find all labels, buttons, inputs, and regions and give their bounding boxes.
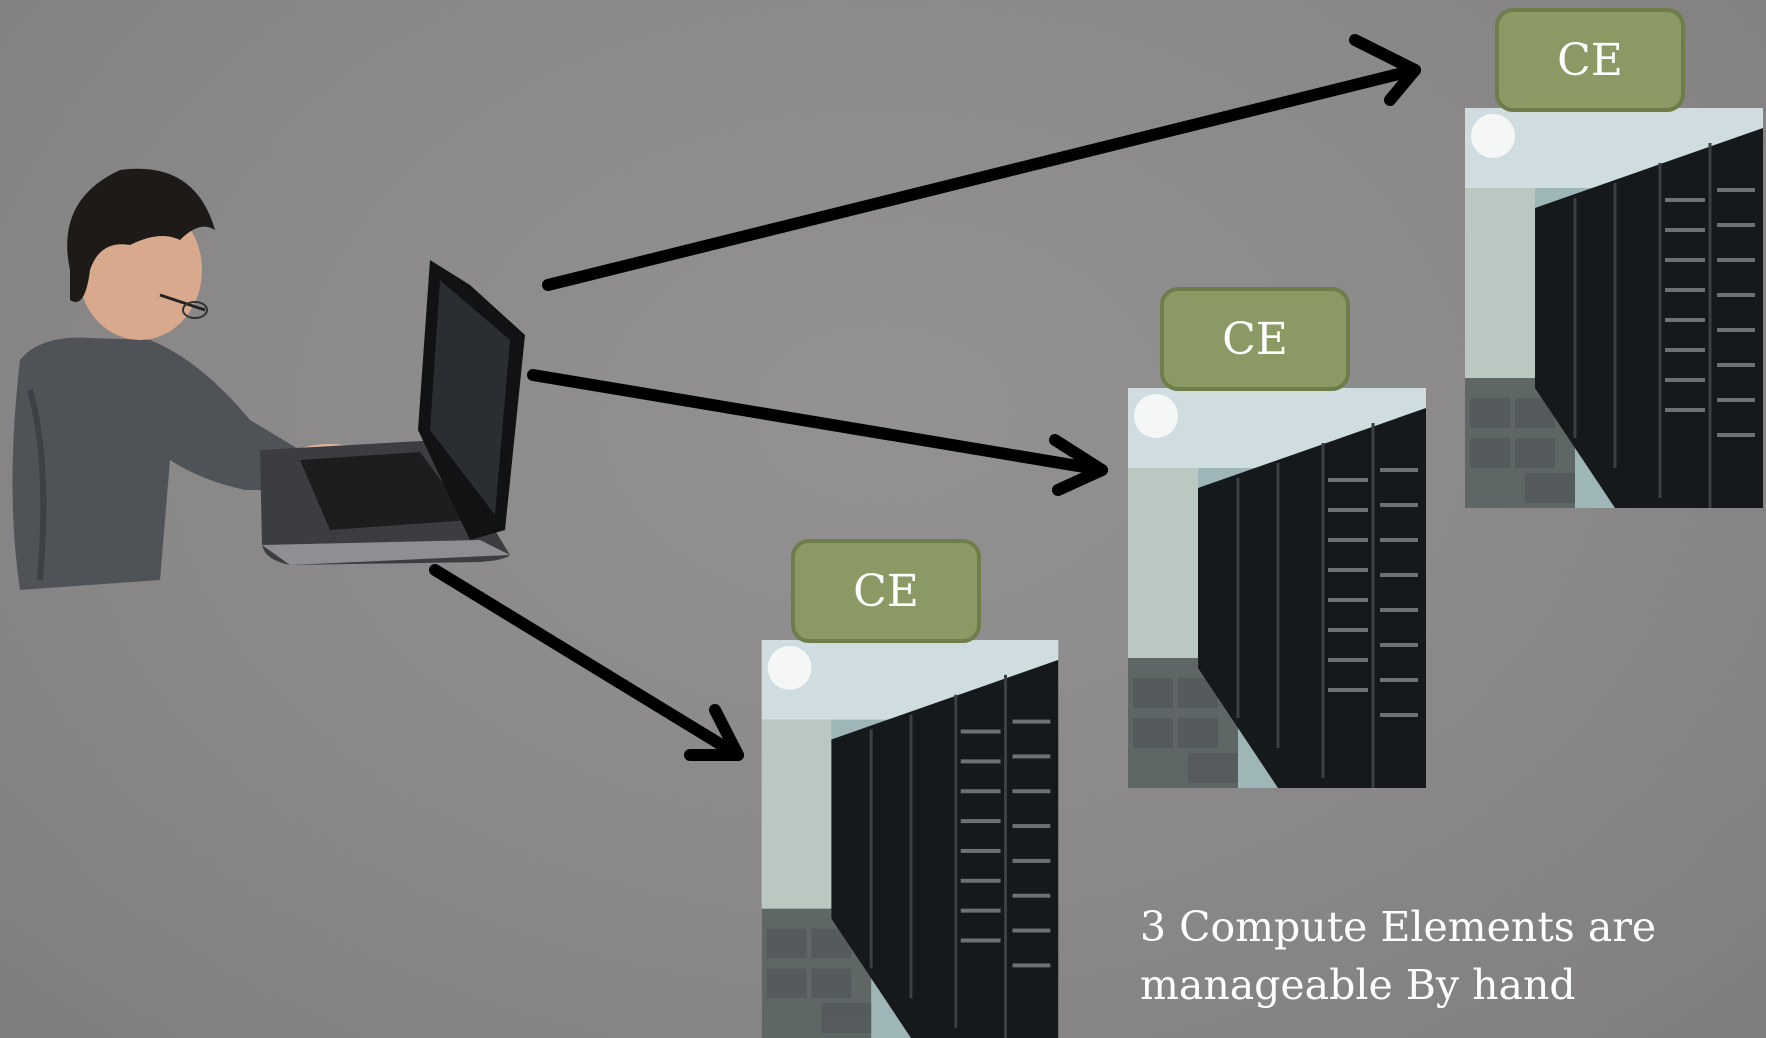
ce-label-middle: CE bbox=[1222, 313, 1288, 365]
arrow-to-ce-top bbox=[542, 34, 1421, 291]
server-rack-photo-bottom bbox=[761, 640, 1059, 1038]
ce-box-bottom: CE bbox=[791, 539, 981, 643]
ce-box-middle: CE bbox=[1160, 287, 1350, 391]
arrow-to-ce-middle bbox=[527, 369, 1108, 496]
caption-line-1: 3 Compute Elements are bbox=[1140, 903, 1657, 951]
server-rack-photo-middle bbox=[1128, 388, 1426, 788]
ce-label-top: CE bbox=[1557, 34, 1623, 86]
ce-box-top: CE bbox=[1495, 8, 1685, 112]
caption-line-2: manageable By hand bbox=[1140, 961, 1576, 1009]
arrow-to-ce-bottom bbox=[429, 564, 744, 761]
caption: 3 Compute Elements are manageable By han… bbox=[1140, 898, 1700, 1014]
person-with-laptop-image bbox=[12, 168, 525, 590]
server-rack-photo-top bbox=[1465, 108, 1763, 508]
ce-label-bottom: CE bbox=[853, 565, 919, 617]
